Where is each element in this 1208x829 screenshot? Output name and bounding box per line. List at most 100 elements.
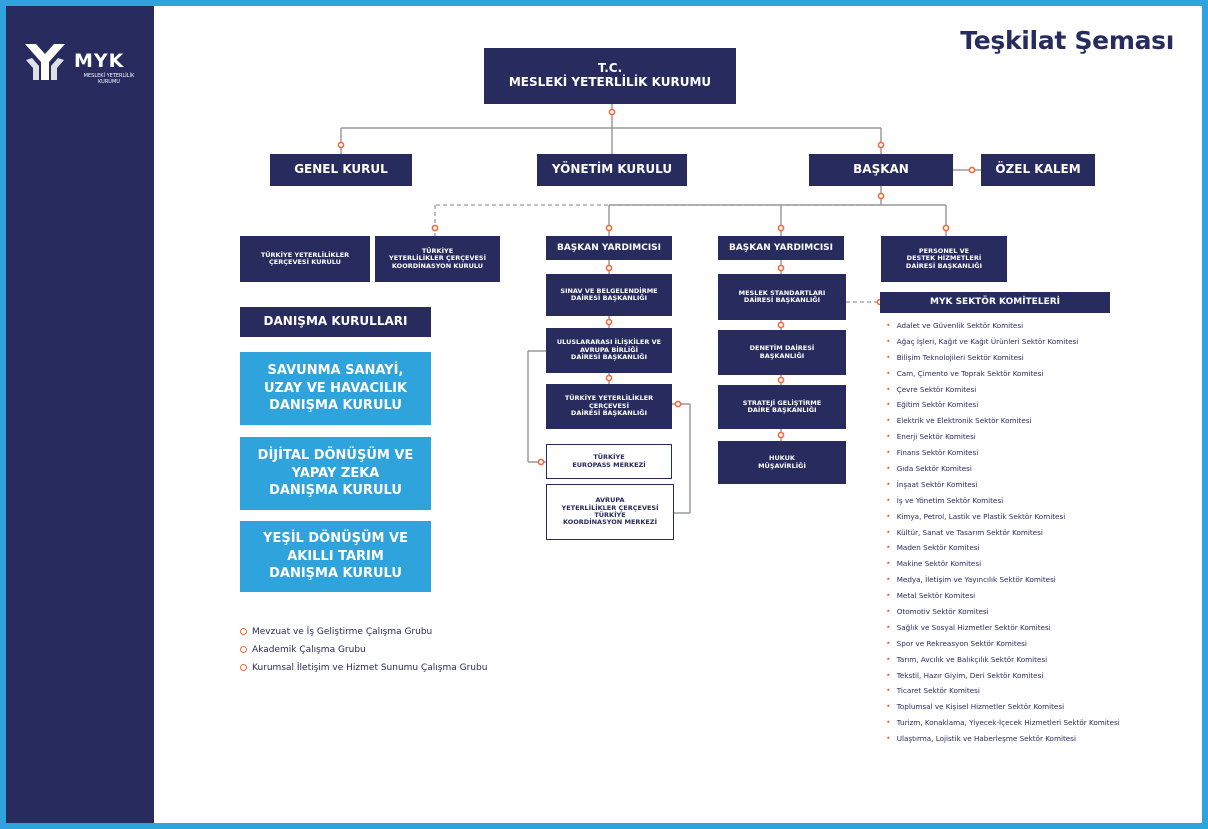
myk-logo-icon <box>25 44 65 80</box>
sector-header-label: MYK SEKTÖR KOMİTELERİ <box>929 297 1060 308</box>
unit-line: DAİRESİ BAŞKANLIĞI <box>570 353 648 362</box>
sector-committee-item: Maden Sektör Komitesi <box>886 540 1186 556</box>
personnel-line: DESTEK HİZMETLERİ <box>906 254 982 263</box>
top-institution-box: T.C.MESLEKİ YETERLİLİK KURUMU <box>484 48 736 104</box>
sector-committee-item: Kültür, Sanat ve Tasarım Sektör Komitesi <box>886 525 1186 541</box>
top-line-2: MESLEKİ YETERLİLİK KURUMU <box>508 75 712 89</box>
unit-line: STRATEJİ GELİŞTİRME <box>742 398 822 407</box>
working-group-label: Kurumsal İletişim ve Hizmet Sunumu Çalış… <box>252 663 488 673</box>
unit-line: MÜŞAVİRLİĞİ <box>758 461 806 470</box>
unit-line: ÇERÇEVESİ <box>588 401 629 410</box>
working-group-item: Akademik Çalışma Grubu <box>240 645 366 655</box>
yonetim-kurulu-label: YÖNETİM KURULU <box>551 162 673 177</box>
baskan-box: BAŞKAN <box>809 154 953 186</box>
sector-committee-item: Çevre Sektör Komitesi <box>886 382 1186 398</box>
ozel-kalem-label: ÖZEL KALEM <box>995 162 1081 177</box>
sector-committee-item: Cam, Çimento ve Toprak Sektör Komitesi <box>886 366 1186 382</box>
yonetim-kurulu-box: YÖNETİM KURULU <box>537 154 687 186</box>
sector-committee-item: Turizm, Konaklama, Yiyecek-İçecek Hizmet… <box>886 715 1186 731</box>
sector-committee-item: Kimya, Petrol, Lastik ve Plastik Sektör … <box>886 509 1186 525</box>
tyc-koord-line: YETERLİLİKLER ÇERÇEVESİ <box>388 254 487 263</box>
sector-committee-item: Adalet ve Güvenlik Sektör Komitesi <box>886 318 1186 334</box>
tyc-kurulu-line: ÇERÇEVESİ KURULU <box>269 258 341 266</box>
sector-committee-list: Adalet ve Güvenlik Sektör KomitesiAğaç İ… <box>886 318 1186 747</box>
bullet-circle-icon <box>240 664 247 671</box>
unit-line: DAİRESİ BAŞKANLIĞI <box>743 296 821 304</box>
center-line: TÜRKİYE <box>594 511 626 519</box>
board-line: DANIŞMA KURULU <box>269 483 402 499</box>
working-group-label: Mevzuat ve İş Geliştirme Çalışma Grubu <box>252 627 433 637</box>
sector-committee-item: İnşaat Sektör Komitesi <box>886 477 1186 493</box>
personnel-line: PERSONEL VE <box>918 246 970 255</box>
sidebar: MYK MESLEKİ YETERLİLİK KURUMU <box>6 6 154 823</box>
sector-committee-item: Gıda Sektör Komitesi <box>886 461 1186 477</box>
sector-committee-item: İş ve Yönetim Sektör Komitesi <box>886 493 1186 509</box>
vp2-label: BAŞKAN YARDIMCISI <box>728 242 834 253</box>
vp1-box: BAŞKAN YARDIMCISI <box>546 236 672 260</box>
vp1-label: BAŞKAN YARDIMCISI <box>556 242 662 253</box>
ozel-kalem-box: ÖZEL KALEM <box>981 154 1095 186</box>
sector-committee-item: Medya, İletişim ve Yayıncılık Sektör Kom… <box>886 572 1186 588</box>
sector-committee-item: Elektrik ve Elektronik Sektör Komitesi <box>886 413 1186 429</box>
unit-line: AVRUPA BİRLİĞİ <box>579 345 639 354</box>
unit-line: DAİRESİ BAŞKANLIĞI <box>570 294 648 302</box>
tyc-kurulu-line: TÜRKİYE YETERLİLİKLER <box>260 250 350 259</box>
sector-committee-item: Otomotiv Sektör Komitesi <box>886 604 1186 620</box>
working-group-item: Mevzuat ve İş Geliştirme Çalışma Grubu <box>240 627 432 637</box>
board-line: YEŞİL DÖNÜŞÜM VE <box>263 531 408 547</box>
sector-committee-item: Toplumsal ve Kişisel Hizmetler Sektör Ko… <box>886 699 1186 715</box>
brand-name: MYK <box>74 50 125 72</box>
sector-committee-item: Metal Sektör Komitesi <box>886 588 1186 604</box>
board-line: YAPAY ZEKA <box>291 465 380 481</box>
sector-committee-item: Tekstil, Hazır Giyim, Deri Sektör Komite… <box>886 668 1186 684</box>
working-group-item: Kurumsal İletişim ve Hizmet Sunumu Çalış… <box>240 663 487 673</box>
page-title: Teşkilat Şeması <box>960 26 1174 55</box>
sector-committees-header: MYK SEKTÖR KOMİTELERİ <box>880 292 1110 313</box>
center-line: TÜRKİYE <box>593 453 625 462</box>
sector-committee-item: Spor ve Rekreasyon Sektör Komitesi <box>886 636 1186 652</box>
genel-kurul-box: GENEL KURUL <box>270 154 412 186</box>
danisma-header-label: DANIŞMA KURULLARI <box>263 314 408 329</box>
sector-committee-item: Enerji Sektör Komitesi <box>886 429 1186 445</box>
danisma-kurullari-header: DANIŞMA KURULLARI <box>240 307 431 337</box>
center-line: KOORDİNASYON MERKEZİ <box>563 518 657 527</box>
board-line: DANIŞMA KURULU <box>269 566 402 582</box>
board-line: AKILLI TARIM <box>287 548 384 564</box>
sector-committee-item: Ticaret Sektör Komitesi <box>886 683 1186 699</box>
sector-committee-item: Bilişim Teknolojileri Sektör Komitesi <box>886 350 1186 366</box>
center-line: YETERLİLİKLER ÇERÇEVESİ <box>561 503 659 512</box>
unit-line: DAİRESİ BAŞKANLIĞI <box>570 409 648 418</box>
center-line: EUROPASS MERKEZİ <box>572 460 646 469</box>
baskan-label: BAŞKAN <box>853 162 909 177</box>
sector-committee-item: Finans Sektör Komitesi <box>886 445 1186 461</box>
tyc-koord-line: KOORDİNASYON KURULU <box>391 261 484 270</box>
working-group-label: Akademik Çalışma Grubu <box>252 645 366 655</box>
center-line: AVRUPA <box>595 496 625 505</box>
tyc-koord-line: TÜRKİYE <box>421 246 454 255</box>
sector-committee-item: Ağaç İşleri, Kağıt ve Kağıt Ürünleri Sek… <box>886 334 1186 350</box>
unit-line: BAŞKANLIĞI <box>759 351 805 360</box>
bullet-circle-icon <box>240 628 247 635</box>
genel-kurul-label: GENEL KURUL <box>294 162 388 177</box>
sector-committee-item: Sağlık ve Sosyal Hizmetler Sektör Komite… <box>886 620 1186 636</box>
vp2-box: BAŞKAN YARDIMCISI <box>718 236 844 260</box>
brand-subtitle: MESLEKİ YETERLİLİK KURUMU <box>83 73 135 85</box>
unit-line: DENETİM DAİRESİ <box>749 344 815 353</box>
personnel-line: DAİRESİ BAŞKANLIĞI <box>905 261 983 270</box>
sector-committee-item: Ulaştırma, Lojistik ve Haberleşme Sektör… <box>886 731 1186 747</box>
